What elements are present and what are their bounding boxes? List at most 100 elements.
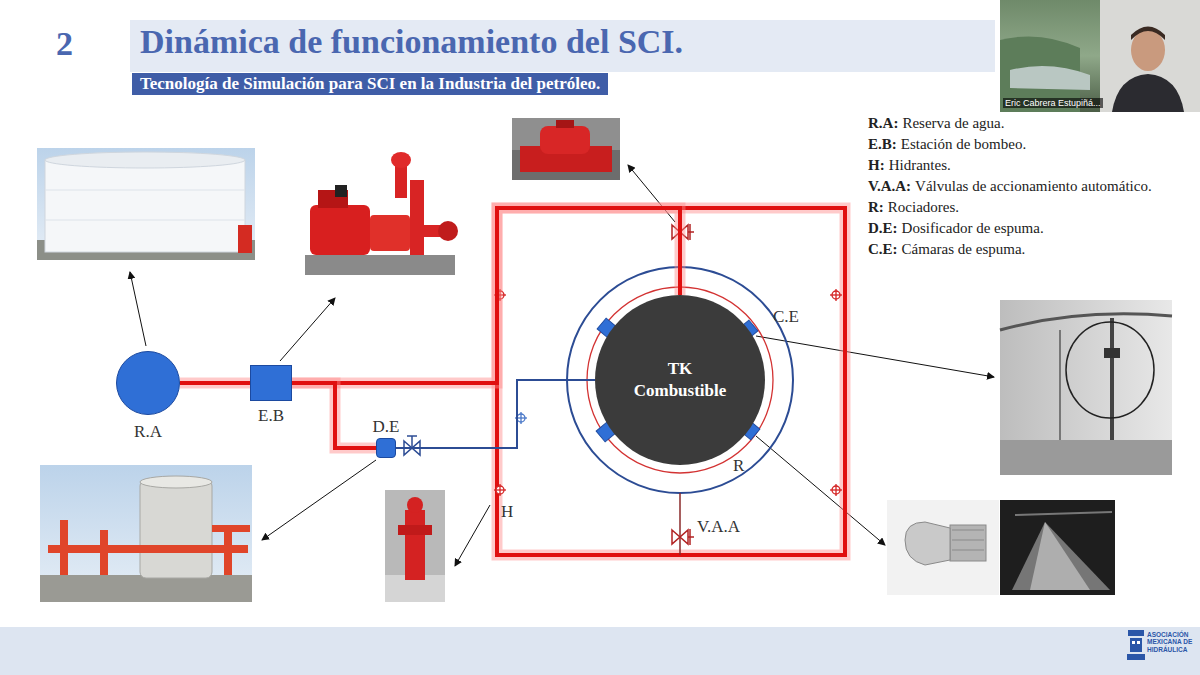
tank-photo: [37, 148, 255, 260]
pump-photo: [310, 205, 370, 255]
foam-hydrant-symbol: [520, 412, 521, 424]
water-pipe: [292, 383, 376, 448]
part-name: H: [501, 502, 513, 522]
subtitle-band: Tecnología de Simulación para SCI en la …: [132, 73, 608, 95]
valve-photo: [540, 126, 590, 154]
valve-photo: [512, 118, 620, 180]
key-description: Cámaras de espuma.: [902, 241, 1026, 258]
sprinkler-photo: [1030, 522, 1090, 590]
pump-photo: [335, 185, 347, 197]
logo-text: ASOCIACIÓN MEXICANA DE HIDRÁULICA: [1147, 631, 1193, 653]
webcam-image: [1100, 0, 1200, 112]
water-pipe: [180, 381, 250, 385]
tank-photo: [238, 225, 252, 253]
leader-arrow: [280, 298, 335, 361]
hydrant-photo: [398, 525, 432, 535]
hydrant-photo: [405, 510, 425, 580]
part-name: V.A.A: [697, 517, 740, 537]
valve-symbol: [672, 530, 688, 544]
valve-symbol: [688, 536, 694, 538]
tank-photo: [45, 190, 245, 191]
tank-rings: [679, 493, 681, 555]
tank-photo: [45, 220, 245, 221]
valve-symbol: [688, 231, 694, 233]
sprinkler-photo: [950, 525, 986, 561]
fire-water-loop: [497, 208, 845, 555]
dosifier-photo: [140, 476, 212, 488]
key-abbreviation: R:: [868, 199, 884, 216]
key-description: Válvulas de accionamiento automático.: [915, 178, 1152, 195]
dosifier-photo: [48, 545, 248, 553]
pump-photo: [410, 180, 424, 255]
logo-figure: [1137, 641, 1140, 644]
key-description: Hidrantes.: [889, 157, 951, 174]
hydrant-symbol: [499, 484, 500, 496]
key-abbreviation: E.B:: [868, 136, 897, 153]
title-band: [130, 20, 995, 72]
sprinkler-photo: [905, 522, 950, 565]
dosifier-photo: [40, 465, 252, 602]
valve-photo: [556, 120, 574, 128]
key-description: Dosificador de espuma.: [902, 220, 1044, 237]
key-description: Reserva de agua.: [902, 115, 1004, 132]
foam-chamber-photo: [1000, 314, 1172, 330]
sprinkler-photo: [952, 540, 984, 541]
foam-chamber-photo: [1104, 348, 1120, 358]
pipe-glow: [292, 383, 376, 448]
pump-photo: [305, 152, 458, 275]
slide-title: Dinámica de funcionamiento del SCI.: [140, 22, 683, 61]
hydrant-symbol: [835, 289, 836, 301]
pump-photo: [391, 152, 411, 168]
sprinkler-photo: [952, 550, 984, 551]
key-abbreviation: H:: [868, 157, 885, 174]
footer-band: [0, 627, 1200, 675]
node-label: R.A: [134, 422, 162, 442]
node-label: D.E: [373, 417, 400, 437]
speaker-name: Eric Cabrera Estupiñá...: [1003, 98, 1103, 108]
dosifier-photo: [100, 530, 108, 575]
webcam-image: [1000, 0, 1200, 112]
valve-symbol: [404, 436, 420, 455]
key-description: Estación de bombeo.: [901, 136, 1026, 153]
part-name: R: [733, 456, 744, 476]
leader-arrow: [455, 505, 490, 566]
logo-figure: [1130, 638, 1142, 652]
key-description: Rociadores.: [888, 199, 959, 216]
pipe-glow: [180, 378, 250, 389]
sprinkler-photo: [1000, 500, 1115, 595]
foam-line: [396, 380, 595, 448]
foam-chamber-photo: [1000, 300, 1172, 475]
tank-rings: [567, 267, 793, 493]
valve-symbol: [411, 436, 413, 448]
webcam-image: [1112, 74, 1184, 112]
pump-photo: [305, 255, 455, 275]
key-abbreviation: V.A.A:: [868, 178, 911, 195]
logo-figure: [1127, 630, 1145, 660]
logo-figure: [1128, 630, 1144, 636]
foam-chamber-photo: [1066, 322, 1154, 418]
key-abbreviation: R.A:: [868, 115, 898, 132]
sprinkler-photo: [1015, 512, 1112, 515]
part-name: C.E: [773, 307, 799, 327]
sprinkler-photo: [887, 500, 999, 595]
foam-chamber-photo: [1000, 440, 1172, 475]
tank-label: TK Combustible: [625, 358, 735, 402]
tank-photo: [45, 152, 245, 168]
pump-station-box: E.B: [250, 365, 292, 401]
fire-water-loop: [497, 208, 845, 555]
leader-arrow: [130, 165, 994, 566]
valve-photo: [512, 118, 620, 180]
hydrant-symbol: [494, 289, 842, 496]
leader-arrow: [262, 460, 376, 540]
tank-rings: [587, 287, 773, 473]
pump-photo: [438, 221, 458, 241]
hydrant-photo: [385, 490, 445, 602]
leader-arrow: [756, 436, 885, 545]
logo-figure: [1132, 641, 1135, 644]
sprinkler-photo: [952, 530, 984, 531]
foam-dosifier-box: D.E: [376, 438, 396, 458]
fire-water-loop: [497, 208, 845, 555]
webcam-image: [1131, 27, 1165, 41]
webcam-image: [1000, 0, 1200, 112]
